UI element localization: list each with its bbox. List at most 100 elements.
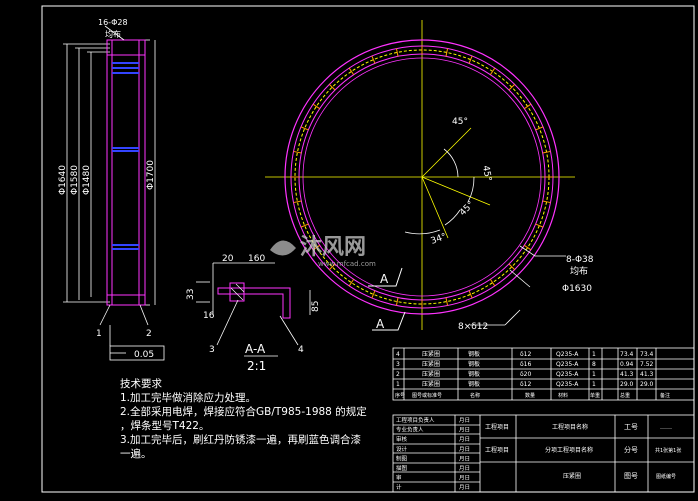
ring-hole bbox=[371, 290, 376, 299]
tb-date-label: 月日 bbox=[459, 484, 470, 491]
bom-cell-std: Q235-A bbox=[556, 381, 579, 388]
ring-hole bbox=[468, 55, 473, 64]
ring-hole bbox=[312, 244, 321, 251]
bom-cell-std: Q235-A bbox=[556, 361, 579, 368]
tb-role: 审核 bbox=[396, 435, 408, 443]
ring-hole bbox=[489, 67, 496, 76]
leader-1: 1 bbox=[96, 329, 102, 339]
tb-sheet-label: 图号 bbox=[624, 472, 638, 480]
dim-phi1700: Φ1700 bbox=[146, 160, 156, 190]
ring-hole bbox=[535, 223, 544, 228]
ring-hole bbox=[329, 263, 336, 270]
bom-cell-w1: 29.0 bbox=[620, 381, 634, 388]
bom-cell-qty: 1 bbox=[592, 351, 596, 358]
ring-hole bbox=[329, 84, 336, 91]
plan-holes bbox=[291, 46, 553, 308]
section-title: A-A bbox=[245, 342, 266, 356]
bom-cell-mat: 钢板 bbox=[468, 380, 480, 388]
bom-cell-w2: 7.52 bbox=[640, 361, 654, 368]
tb-project-label: 工程项目 bbox=[485, 423, 509, 431]
bom-cell-w2: 41.3 bbox=[640, 371, 654, 378]
section-letter-bottom: A bbox=[376, 317, 385, 331]
tb-sheet-value: 图纸编号 bbox=[656, 473, 676, 480]
ring-hole bbox=[468, 290, 473, 299]
bom-header-cell: 图号或标准号 bbox=[412, 392, 442, 399]
leader-4: 4 bbox=[298, 345, 304, 355]
section-scale: 2:1 bbox=[247, 359, 266, 373]
bom-cell-w2: 29.0 bbox=[640, 381, 654, 388]
dim-phi1580: Φ1580 bbox=[70, 165, 80, 195]
dim-phi1640: Φ1640 bbox=[58, 165, 68, 195]
tb-date-label: 月日 bbox=[459, 475, 470, 482]
ring-hole bbox=[300, 223, 309, 228]
bom-cell-w1: 0.94 bbox=[620, 361, 634, 368]
tech-item: 2.全部采用电焊，焊接应符合GB/T985-1988 的规定 bbox=[120, 406, 367, 418]
drawing-border bbox=[41, 5, 695, 493]
side-top-label: 16-Φ28 bbox=[98, 18, 128, 27]
bom-cell-qty: 1 bbox=[592, 381, 596, 388]
detail-dim-85: 85 bbox=[311, 301, 321, 312]
detail-dim-33: 33 bbox=[186, 289, 196, 300]
bom-cell-qty: 8 bbox=[592, 361, 596, 368]
bom-cell-qty: 1 bbox=[592, 371, 596, 378]
ring-hole bbox=[523, 244, 532, 251]
plan-view: 45° 45° 45° 34° A A 8-Φ38 均布 Φ1630 8×δ12 bbox=[265, 20, 594, 332]
bom-cell-name: 压紧圈 bbox=[422, 370, 440, 378]
tech-heading: 技术要求 bbox=[120, 378, 162, 390]
bom-header-cell: 材料 bbox=[558, 392, 568, 399]
ring-hole bbox=[293, 200, 302, 204]
bom-cell-w2: 73.4 bbox=[640, 351, 654, 358]
bom-cell-name: 压紧圈 bbox=[422, 380, 440, 388]
title-block: 工程项目负责人月日专业负责人月日审核月日设计月日制图月日描图月日审月日计月日 工… bbox=[392, 414, 695, 493]
bom-cell-std: Q235-A bbox=[556, 351, 579, 358]
ring-hole bbox=[371, 55, 376, 64]
bom-cell-std: Q235-A bbox=[556, 371, 579, 378]
watermark: 沐风网 www.mfcad.com bbox=[270, 235, 376, 268]
detail-dim-16: 16 bbox=[203, 311, 215, 321]
slot-note: 8×δ12 bbox=[458, 322, 488, 332]
watermark-brand: 沐风网 bbox=[300, 235, 366, 260]
tb-role: 描图 bbox=[396, 464, 408, 472]
bom-cell-spec: δ20 bbox=[520, 371, 531, 378]
side-view: 16-Φ28 均布 Φ1640 Φ1580 Φ1480 Φ1700 1 2 0.… bbox=[58, 18, 165, 361]
tb-part-name: 压紧圈 bbox=[563, 472, 581, 480]
tb-date-label: 月日 bbox=[459, 446, 470, 453]
side-top-note: 均布 bbox=[105, 29, 121, 39]
ring-hole bbox=[445, 48, 449, 57]
tb-page-value: …… bbox=[660, 424, 672, 431]
bom-cell-spec: δ12 bbox=[520, 381, 531, 388]
ring-hole bbox=[489, 278, 496, 287]
ring-hole bbox=[445, 297, 449, 306]
tb-role: 工程项目负责人 bbox=[396, 416, 435, 424]
tb-date-label: 月日 bbox=[459, 427, 470, 434]
watermark-url: www.mfcad.com bbox=[318, 260, 376, 268]
tb-date-label: 月日 bbox=[459, 455, 470, 462]
ring-hole bbox=[542, 200, 551, 204]
angle-1: 45° bbox=[452, 117, 468, 127]
tb-role: 计 bbox=[396, 483, 402, 491]
bom-cell-mat: 钢板 bbox=[468, 360, 480, 368]
ring-hole bbox=[508, 84, 515, 91]
tb-date-label: 月日 bbox=[459, 436, 470, 443]
bom-header-cell: 总重 bbox=[620, 392, 630, 399]
bom-cell-spec: δ16 bbox=[520, 361, 531, 368]
ring-hole bbox=[542, 150, 551, 154]
dim-phi1480: Φ1480 bbox=[82, 165, 92, 195]
bom-header-cell: 数量 bbox=[525, 392, 535, 399]
ring-hole bbox=[293, 150, 302, 154]
hole-note: 8-Φ38 bbox=[566, 255, 594, 265]
ring-hole bbox=[312, 103, 321, 110]
angle-2: 45° bbox=[480, 165, 493, 182]
hole-note-2: 均布 bbox=[570, 265, 588, 277]
ring-hole bbox=[300, 126, 309, 131]
tech-item: 一遍。 bbox=[120, 448, 152, 460]
bom-cell-mat: 钢板 bbox=[468, 370, 480, 378]
tb-role: 专业负责人 bbox=[396, 426, 424, 434]
ring-hole bbox=[348, 278, 355, 287]
bom-header-cell: 备注 bbox=[660, 392, 670, 399]
outer-dia: Φ1630 bbox=[562, 284, 592, 294]
bom-cell-mat: 钢板 bbox=[468, 350, 480, 358]
tb-project-name: 工程项目名称 bbox=[552, 423, 588, 431]
